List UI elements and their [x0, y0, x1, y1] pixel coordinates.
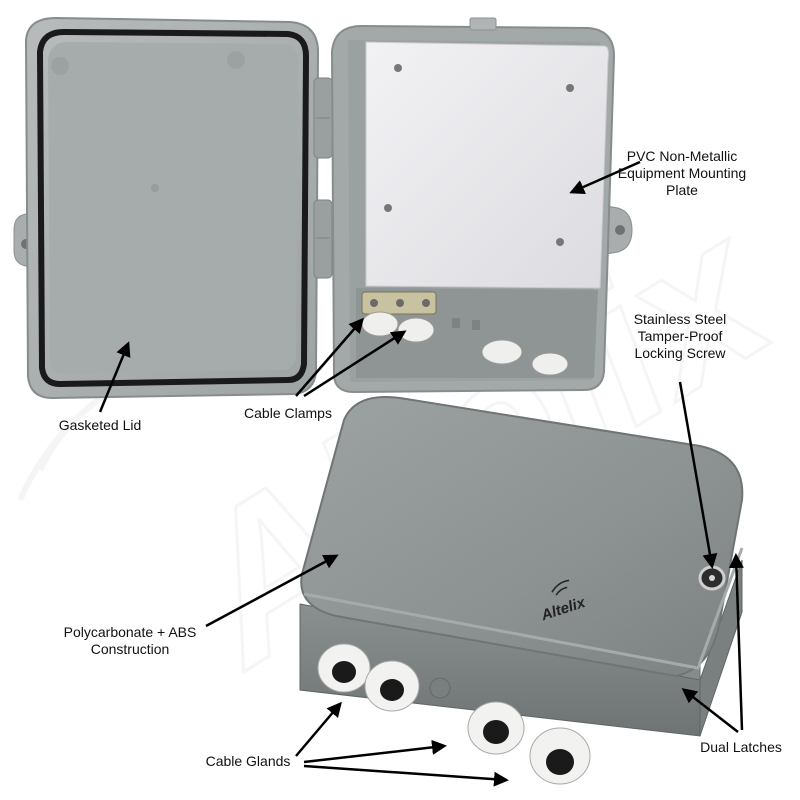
cable-gland	[467, 701, 525, 755]
inner-gland-port	[531, 352, 569, 376]
label-line: Polycarbonate + ABS	[63, 624, 197, 640]
label-text: Cable Glands	[205, 753, 291, 769]
cable-gland	[529, 727, 591, 785]
label-pvc-mounting-plate: PVC Non-Metallic Equipment Mounting Plat…	[612, 148, 752, 199]
arrow-icon	[98, 341, 131, 413]
label-line: PVC Non-Metallic	[626, 148, 738, 164]
inner-gland-port	[481, 339, 523, 365]
closed-enclosure: Altelix	[299, 396, 744, 785]
label-gasketed-lid: Gasketed Lid	[30, 417, 170, 434]
inner-gland-port	[397, 317, 435, 343]
arrow-icon	[728, 553, 744, 731]
label-dual-latches: Dual Latches	[686, 739, 796, 756]
arrow-icon	[295, 701, 342, 757]
label-text: Dual Latches	[700, 739, 782, 755]
label-construction: Polycarbonate + ABS Construction	[40, 624, 220, 658]
callout-arrows	[98, 160, 744, 787]
label-cable-glands: Cable Glands	[183, 753, 313, 770]
arrow-icon	[295, 317, 364, 397]
label-line: Construction	[90, 641, 170, 657]
arrow-icon	[569, 160, 641, 195]
label-line: Tamper-Proof	[637, 328, 723, 344]
open-base	[330, 17, 633, 394]
label-line: Locking Screw	[634, 345, 726, 361]
label-line: Stainless Steel	[633, 311, 727, 327]
arrow-icon	[205, 554, 339, 628]
arrow-icon	[303, 330, 407, 398]
label-text: Cable Clamps	[244, 405, 332, 421]
label-locking-screw: Stainless Steel Tamper-Proof Locking Scr…	[610, 311, 750, 362]
label-line: Equipment Mounting	[617, 165, 747, 181]
inner-gland-port	[361, 311, 399, 337]
open-lid	[13, 16, 333, 400]
label-text: Gasketed Lid	[58, 417, 142, 433]
arrow-icon	[678, 381, 718, 569]
cable-gland	[317, 643, 371, 693]
label-cable-clamps: Cable Clamps	[218, 405, 358, 422]
cable-gland	[364, 660, 420, 712]
label-line: Plate	[666, 182, 698, 198]
arrow-icon	[681, 688, 739, 733]
arrow-icon	[303, 739, 447, 764]
pvc-mounting-plate	[365, 41, 609, 289]
arrow-icon	[303, 764, 509, 787]
